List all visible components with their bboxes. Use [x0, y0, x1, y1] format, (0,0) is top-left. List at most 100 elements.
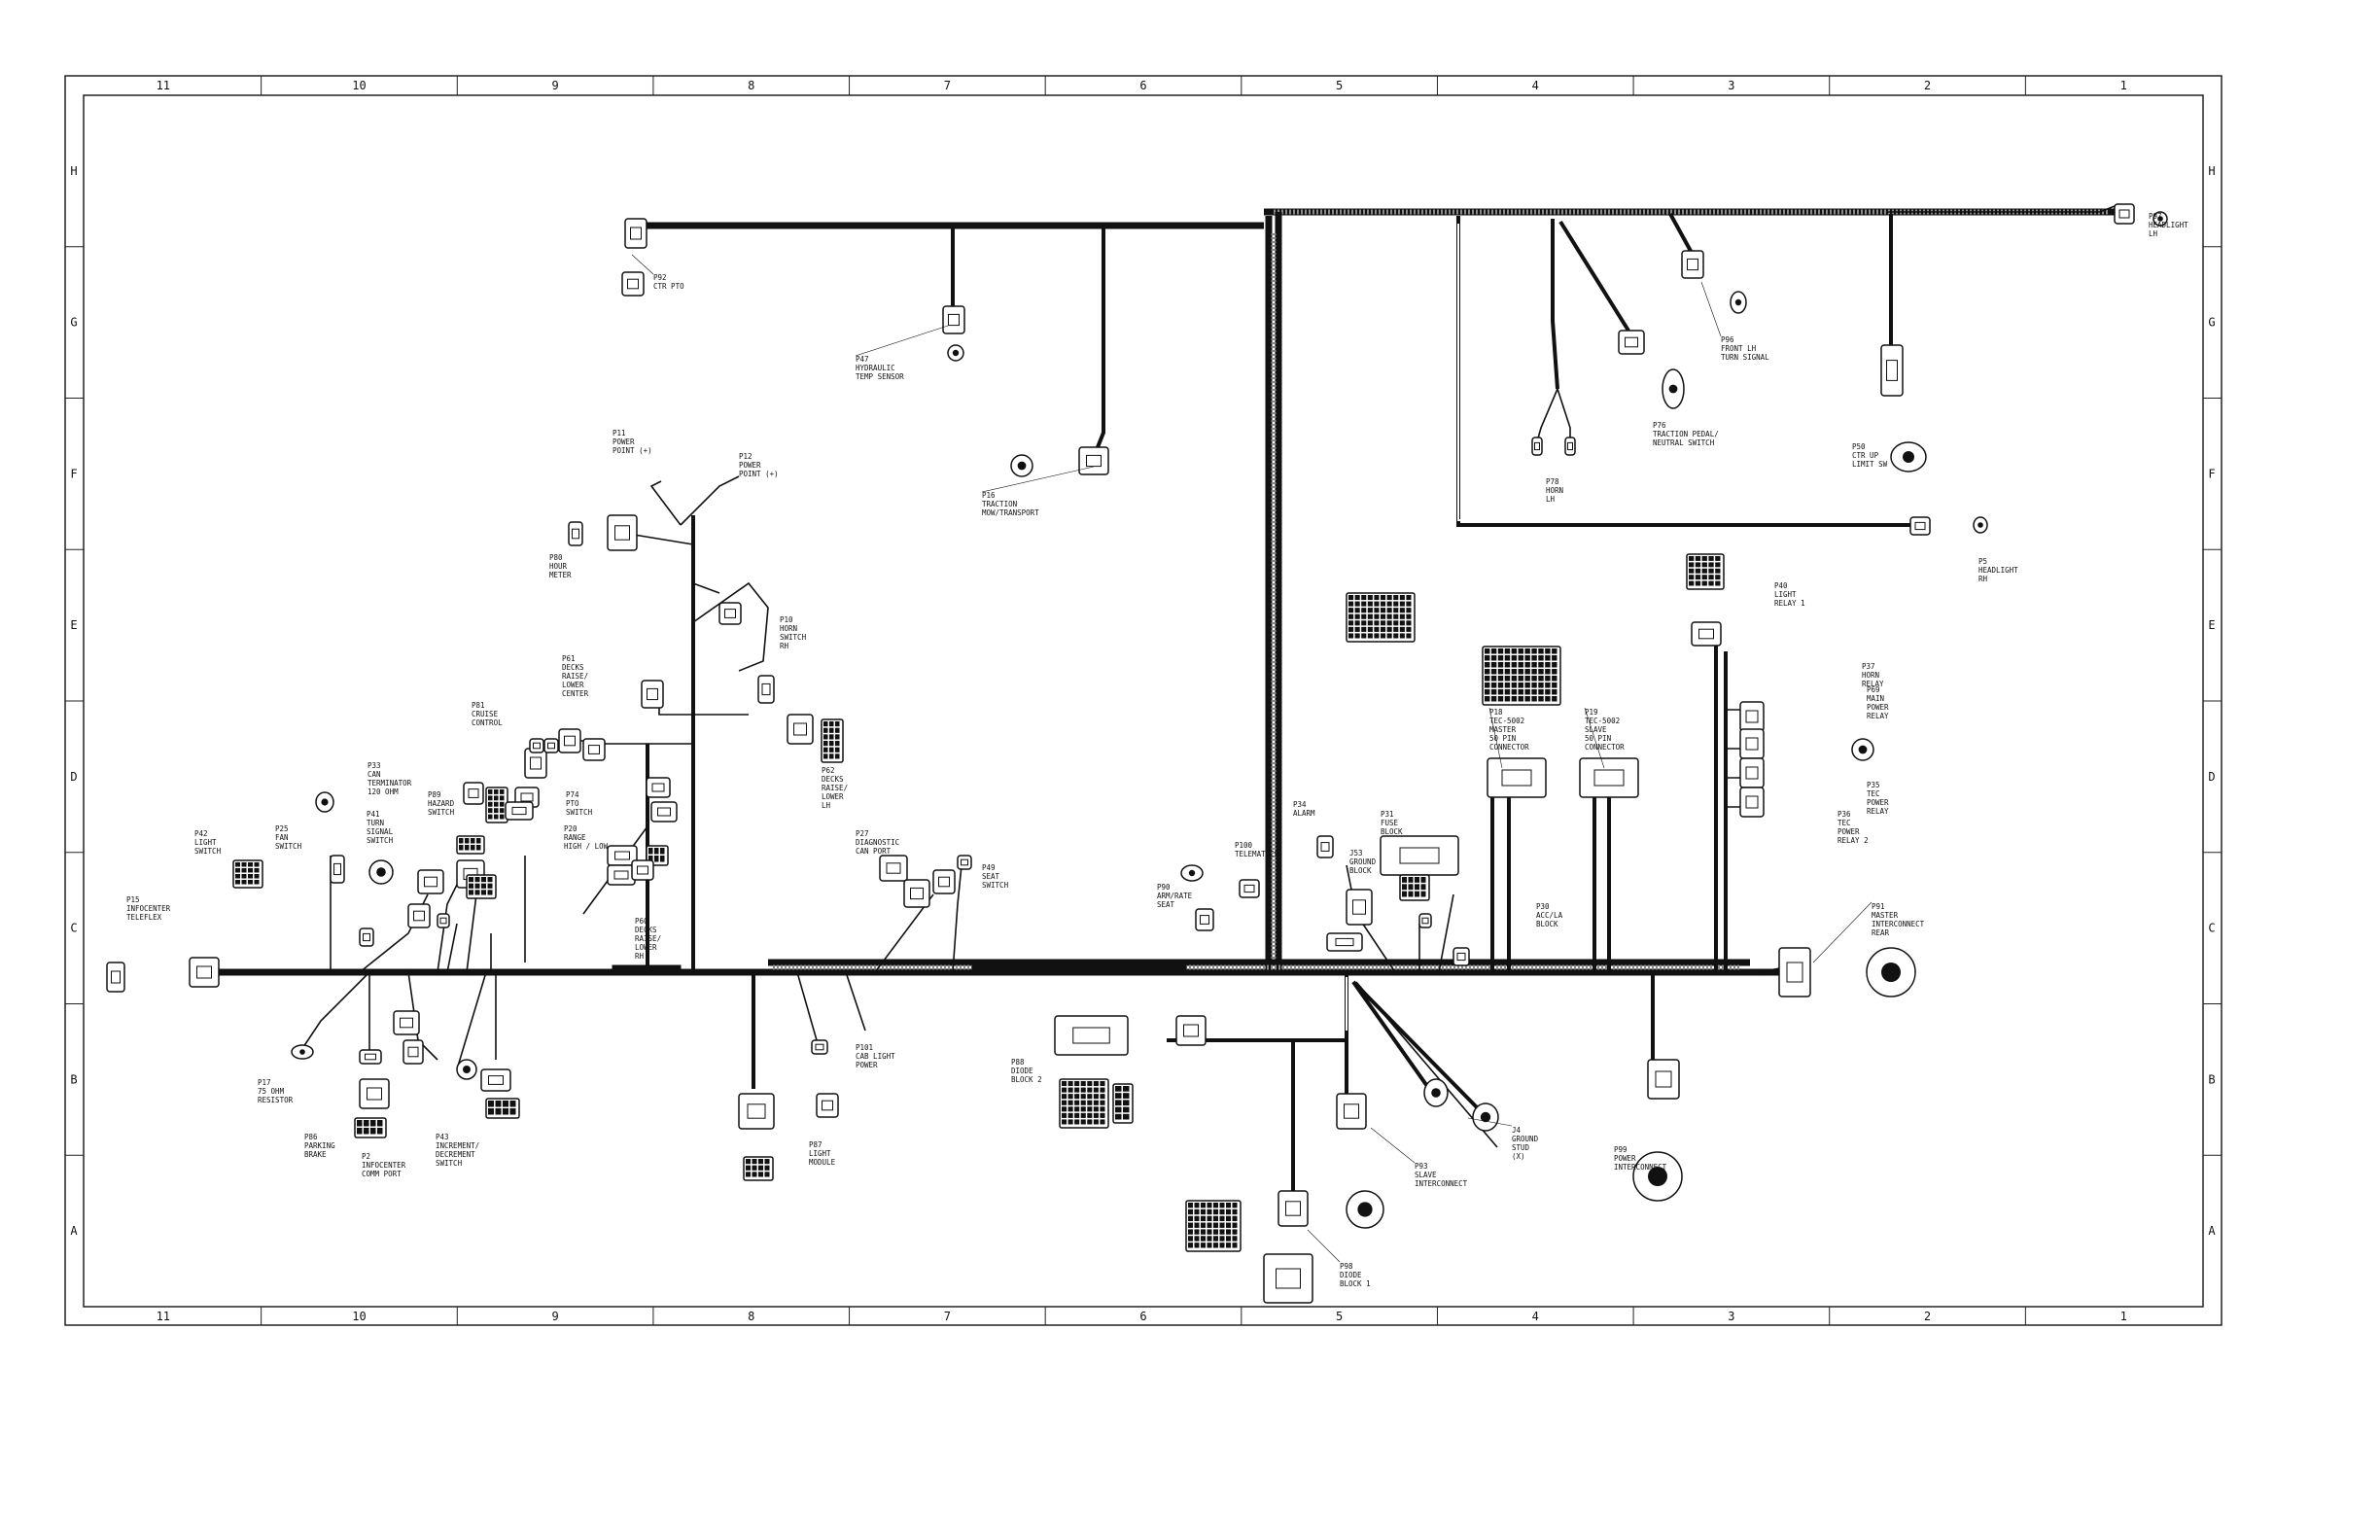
connector-44: [368, 859, 394, 885]
connector-74: [1112, 1083, 1134, 1124]
connector-31: [529, 738, 544, 753]
frame-column-top-2: 2: [1924, 79, 1931, 92]
connector-71: [1175, 1015, 1207, 1046]
frame-row-left-E: E: [70, 618, 77, 632]
leader-line-6: [1584, 707, 1605, 769]
connector-95: [1739, 728, 1765, 759]
connector-103: [1423, 1078, 1449, 1107]
connector-9: [1681, 250, 1704, 279]
connector-25: [821, 718, 844, 763]
connector-73: [1059, 1078, 1109, 1129]
connector-18: [1564, 437, 1576, 456]
frame-row-left-B: B: [70, 1072, 77, 1086]
connector-32: [543, 738, 559, 753]
connector-68: [957, 855, 972, 870]
connector-39: [607, 864, 636, 886]
connector-92: [1686, 553, 1725, 590]
connector-11: [1618, 330, 1645, 355]
connector-77: [1239, 879, 1260, 898]
frame-column-bottom-6: 6: [1139, 1310, 1146, 1323]
connector-99: [1778, 947, 1811, 998]
frame-column-bottom-7: 7: [944, 1310, 951, 1323]
leader-line-4: [981, 466, 1095, 493]
connector-105: [1452, 947, 1470, 966]
frame-row-right-A: A: [2208, 1224, 2216, 1238]
upper-branches: [951, 203, 2120, 527]
connector-36: [646, 777, 671, 798]
frame-row-left-F: F: [70, 467, 77, 480]
frame-column-top-11: 11: [157, 79, 170, 92]
connector-3: [942, 305, 965, 334]
leader-line-9: [1467, 1117, 1513, 1127]
connector-8: [2152, 211, 2168, 227]
connector-35: [505, 801, 534, 821]
connector-43: [330, 855, 345, 884]
frame-column-top-7: 7: [944, 79, 951, 92]
connector-58: [359, 1078, 390, 1109]
frame-column-top-10: 10: [352, 79, 366, 92]
connector-51: [232, 859, 263, 889]
connector-56: [456, 1059, 477, 1080]
right-branches: [1346, 642, 1809, 973]
frame-column-bottom-5: 5: [1336, 1310, 1343, 1323]
connector-106: [1418, 913, 1432, 928]
connector-41: [456, 835, 485, 855]
connector-6: [1010, 454, 1033, 477]
connector-24: [787, 714, 814, 745]
connector-83: [1316, 835, 1334, 858]
connector-90: [1482, 646, 1561, 706]
connector-80: [1278, 1190, 1309, 1227]
frame-row-left-A: A: [70, 1224, 78, 1238]
connector-7: [2114, 203, 2135, 225]
connector-64: [743, 1156, 774, 1181]
connector-53: [106, 962, 125, 993]
leader-line-5: [1488, 707, 1503, 769]
frame-column-bottom-2: 2: [1924, 1310, 1931, 1323]
connector-70: [903, 879, 930, 908]
frame-column-bottom-3: 3: [1728, 1310, 1734, 1323]
connector-49: [407, 903, 431, 928]
connector-10: [1730, 291, 1747, 314]
connector-94: [1739, 701, 1765, 732]
connector-50: [359, 928, 374, 947]
connector-4: [947, 344, 964, 362]
connector-98: [1851, 738, 1874, 761]
connector-84: [1346, 889, 1373, 926]
lower-branches: [1167, 972, 1655, 1196]
connector-5: [1078, 446, 1109, 475]
connector-75: [1180, 864, 1204, 882]
connector-52: [189, 957, 220, 988]
connector-93: [1691, 621, 1722, 647]
frame-row-right-B: B: [2208, 1072, 2215, 1086]
connector-65: [811, 1039, 828, 1055]
connector-101: [1647, 1059, 1680, 1100]
leader-line-10: [1307, 1229, 1341, 1263]
connector-60: [480, 1068, 511, 1092]
